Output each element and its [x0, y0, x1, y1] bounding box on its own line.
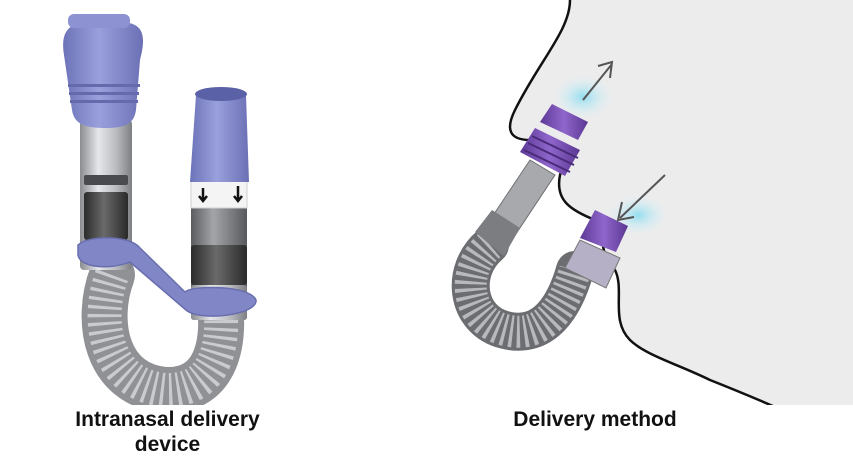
- left-nozzle-assembly: [63, 14, 144, 270]
- delivery-illustration: [420, 0, 853, 405]
- face-silhouette: [510, 0, 853, 405]
- corrugated-tube-highlight: [87, 269, 239, 405]
- device-svg: [63, 14, 257, 405]
- connecting-bracket: [77, 237, 257, 317]
- corrugated-tube-ribs: [454, 232, 591, 348]
- device-illustration: [0, 0, 340, 405]
- nostril-nozzle: [520, 104, 588, 176]
- caption-intranasal-delivery-device: Intranasal delivery device: [75, 408, 260, 456]
- arrow-down-left-icon: [198, 188, 208, 204]
- right-nozzle-assembly: [190, 87, 249, 320]
- delivery-svg: [451, 0, 853, 405]
- exhale-airflow-glow: [553, 75, 613, 119]
- inhale-arrow-icon: [616, 174, 666, 222]
- exhale-arrow-icon: [582, 60, 614, 101]
- mouthpiece-nozzle: [564, 210, 628, 289]
- arrow-down-right-icon: [233, 186, 243, 204]
- caption-delivery-method: Delivery method: [513, 408, 677, 431]
